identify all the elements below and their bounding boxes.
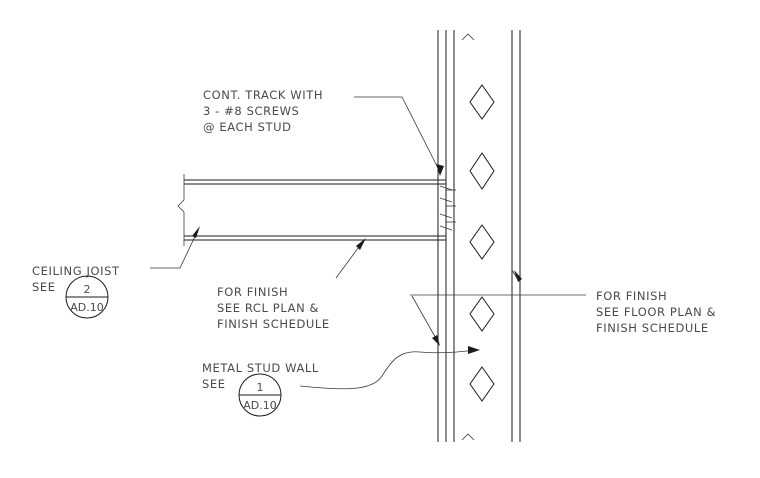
detail-tag-sheet: AD.10	[70, 301, 104, 314]
ceiling-joist-note: CEILING JOIST	[32, 264, 120, 278]
detail-tag-ceiling: 2 AD.10	[65, 275, 109, 319]
ceiling-joist-see: SEE	[32, 280, 56, 294]
detail-tag-number: 1	[257, 381, 264, 394]
wall-break-top	[461, 33, 475, 41]
rcl-note-line-3: FINISH SCHEDULE	[217, 317, 330, 331]
detail-tag-number: 2	[84, 283, 91, 296]
continuous-track	[436, 179, 456, 241]
ceiling-joist	[177, 174, 446, 246]
wall-break-bottom	[461, 433, 475, 441]
metal-stud-note: METAL STUD WALL	[202, 361, 319, 375]
stud-diamond	[469, 152, 495, 190]
rcl-note-line-2: SEE RCL PLAN &	[217, 301, 319, 315]
detail-tag-stud: 1 AD.10	[238, 373, 282, 417]
rcl-note-line-1: FOR FINISH	[217, 285, 288, 299]
track-note-line-1: CONT. TRACK WITH	[203, 88, 323, 102]
floor-note-line-3: FINISH SCHEDULE	[596, 321, 709, 335]
stud-diamond	[469, 84, 495, 120]
stud-diamond	[469, 224, 495, 260]
floor-note-line-1: FOR FINISH	[596, 289, 667, 303]
track-note-line-3: @ EACH STUD	[203, 120, 292, 134]
metal-stud-see: SEE	[202, 377, 226, 391]
metal-stud-wall	[437, 30, 521, 442]
track-note-line-2: 3 - #8 SCREWS	[203, 104, 299, 118]
joist-break-line	[177, 174, 185, 246]
floor-note-line-2: SEE FLOOR PLAN &	[596, 305, 716, 319]
stud-diamond	[469, 296, 495, 332]
leader-lines	[150, 96, 586, 390]
detail-tag-sheet: AD.10	[243, 399, 277, 412]
stud-diamond	[469, 366, 495, 402]
